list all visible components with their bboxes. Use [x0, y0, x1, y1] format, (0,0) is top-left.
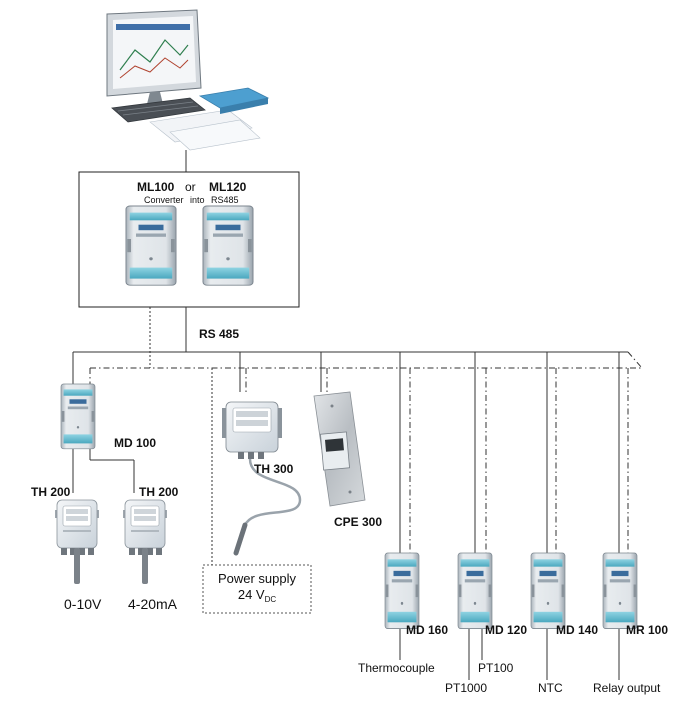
gateway-box [78, 171, 300, 308]
cpe300-panel [313, 391, 366, 507]
ml100-module [125, 205, 177, 286]
md100-module [60, 383, 96, 450]
pt1000-label: PT1000 [445, 681, 488, 695]
ntc-label: NTC [538, 681, 563, 695]
md120-label: MD 120 [485, 623, 528, 637]
th200-label-a: TH 200 [31, 485, 71, 499]
power-supply-title: Power supply [217, 571, 297, 586]
rs485-bus [72, 307, 643, 680]
power-supply-voltage: 24 V [237, 587, 265, 602]
mr100-module [602, 552, 638, 630]
power-supply-text: Power supply 24 VDC [203, 565, 311, 613]
ml120-module [202, 205, 254, 286]
thermocouple-label: Thermocouple [358, 661, 435, 675]
or-label: or [185, 180, 196, 194]
th300-label: TH 300 [254, 462, 294, 476]
rs485-label: RS 485 [199, 327, 240, 341]
md140-label: MD 140 [556, 623, 599, 637]
power-supply-subscript: DC [264, 595, 277, 604]
output-label-a: 0-10V [64, 596, 102, 612]
md160-label: MD 160 [406, 623, 449, 637]
th300-transmitter [222, 401, 302, 556]
mr100-label: MR 100 [626, 623, 669, 637]
power-supply-voltage-line: 24 VDC [203, 587, 311, 608]
th200-transmitter-a [54, 499, 100, 585]
pt100-label: PT100 [478, 661, 514, 675]
relay-output-label: Relay output [593, 681, 661, 695]
th200-transmitter-b [122, 499, 168, 585]
power-supply-box [202, 564, 312, 614]
cpe300-label: CPE 300 [334, 515, 383, 529]
computer-icon [106, 9, 270, 151]
ml120-label: ML120 [209, 180, 247, 194]
th200-label-b: TH 200 [139, 485, 179, 499]
md140-module [530, 552, 566, 630]
md160-module [384, 552, 420, 630]
md100-label: MD 100 [114, 436, 157, 450]
md120-module [457, 552, 493, 630]
converter-label: Converter into RS485 [144, 195, 239, 205]
output-label-b: 4-20mA [128, 596, 178, 612]
ml100-label: ML100 [137, 180, 175, 194]
